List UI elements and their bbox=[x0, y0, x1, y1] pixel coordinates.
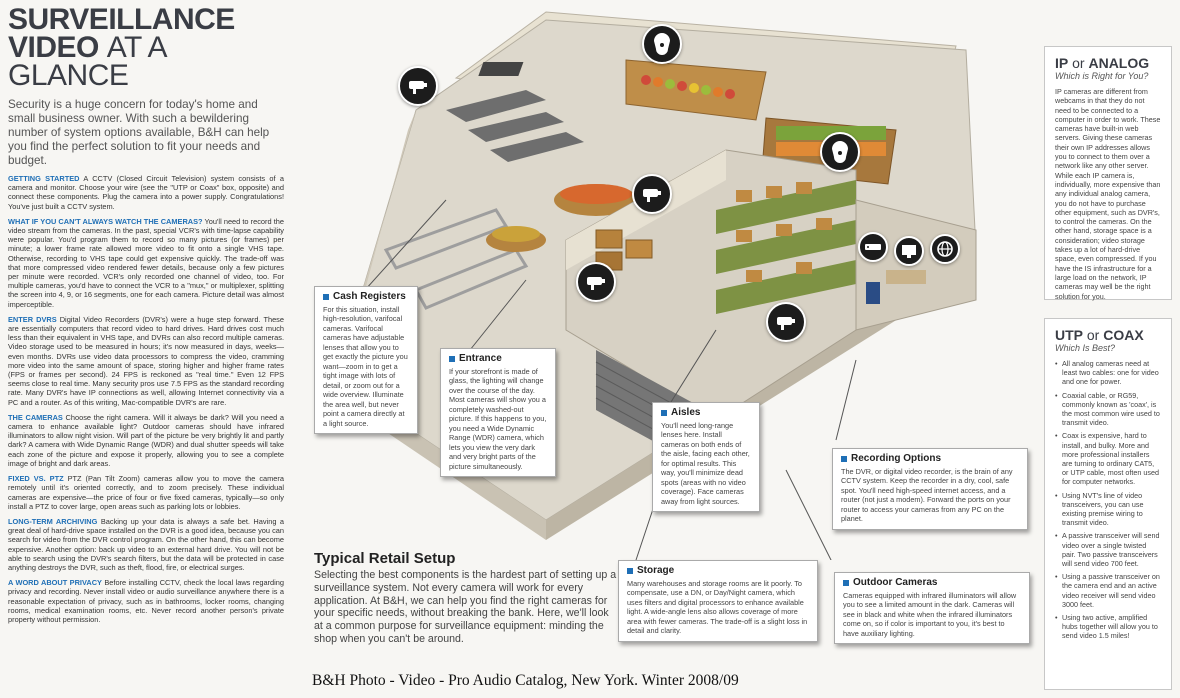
camera-badge-storage bbox=[576, 262, 616, 302]
dvr-badge bbox=[858, 232, 888, 262]
article-intro: Security is a huge concern for today's h… bbox=[8, 98, 270, 167]
retail-setup: Typical Retail Setup Selecting the best … bbox=[314, 550, 618, 646]
camera-icon bbox=[409, 81, 427, 94]
list-item: Using NVT's line of video transceivers, … bbox=[1055, 491, 1161, 528]
camera-badge-produce bbox=[632, 174, 672, 214]
title-bold: VIDEO bbox=[8, 31, 99, 64]
section-enter-dvrs: ENTER DVRS Digital Video Recorders (DVR'… bbox=[8, 314, 284, 407]
callout-marker bbox=[627, 567, 633, 574]
list-item: A passive transceiver will send video ov… bbox=[1055, 531, 1161, 568]
camera-icon bbox=[643, 189, 661, 202]
retail-body: Selecting the best components is the har… bbox=[314, 569, 617, 645]
camera-badge-entrance bbox=[398, 66, 438, 106]
callout-entrance: Entrance If your storefront is made of g… bbox=[440, 348, 556, 477]
section-the-cameras: THE CAMERAS Choose the right camera. Wil… bbox=[8, 412, 284, 468]
camera-icon bbox=[587, 277, 605, 290]
sidebar-subtitle: Which is Right for You? bbox=[1055, 71, 1149, 81]
camera-badge-aisles bbox=[820, 132, 860, 172]
dvr-icon bbox=[865, 244, 881, 250]
sidebar-utp-or-coax: UTP or COAX Which Is Best? All analog ca… bbox=[1044, 318, 1172, 690]
article-column: SURVEILLANCE VIDEO AT A GLANCE Security … bbox=[8, 3, 284, 624]
monitor-badge bbox=[894, 236, 924, 266]
camera-badge-outdoor bbox=[766, 302, 806, 342]
article-title-line2: VIDEO AT A GLANCE bbox=[8, 31, 284, 92]
section-privacy: A WORD ABOUT PRIVACY Before installing C… bbox=[8, 578, 284, 624]
camera-icon bbox=[777, 317, 795, 330]
section-watch-cameras: WHAT IF YOU CAN'T ALWAYS WATCH THE CAMER… bbox=[8, 216, 284, 309]
sidebar-subtitle: Which Is Best? bbox=[1055, 343, 1116, 353]
store-illustration: Cash Registers For this situation, insta… bbox=[296, 0, 1040, 560]
title-light: AT A GLANCE bbox=[8, 31, 166, 92]
sidebar-title: UTP or COAX bbox=[1055, 327, 1144, 343]
section-getting-started: GETTING STARTED A CCTV (Closed Circuit T… bbox=[8, 174, 284, 211]
callout-marker bbox=[449, 355, 455, 362]
globe-icon bbox=[937, 241, 953, 257]
callout-storage: Storage Many warehouses and storage room… bbox=[618, 560, 818, 642]
camera-badge-registers bbox=[642, 24, 682, 64]
callout-aisles: Aisles You'll need long-range lenses her… bbox=[652, 402, 760, 512]
callout-cash-registers: Cash Registers For this situation, insta… bbox=[314, 286, 418, 434]
ptz-dome-icon bbox=[832, 141, 848, 163]
monitor-icon bbox=[902, 245, 916, 258]
list-item: Coax is expensive, hard to install, and … bbox=[1055, 431, 1161, 486]
callout-marker bbox=[841, 455, 847, 462]
section-long-term-archiving: LONG-TERM ARCHIVING Backing up your data… bbox=[8, 516, 284, 572]
callout-recording-options: Recording Options The DVR, or digital vi… bbox=[832, 448, 1028, 530]
article-title-line1: SURVEILLANCE bbox=[8, 3, 235, 36]
sidebar-list: All analog cameras need at least two cab… bbox=[1055, 359, 1161, 641]
retail-title: Typical Retail Setup bbox=[314, 550, 456, 567]
list-item: Coaxial cable, or RG59, commonly known a… bbox=[1055, 391, 1161, 428]
callout-marker bbox=[323, 293, 329, 300]
list-item: Using two active, amplified hubs togethe… bbox=[1055, 613, 1161, 641]
list-item: Using a passive transceiver on the camer… bbox=[1055, 572, 1161, 609]
callout-marker bbox=[661, 409, 667, 416]
callout-marker bbox=[843, 579, 849, 586]
internet-badge bbox=[930, 234, 960, 264]
section-fixed-vs-ptz: FIXED VS. PTZ PTZ (Pan Tilt Zoom) camera… bbox=[8, 474, 284, 511]
sidebar-body: IP cameras are different from webcams in… bbox=[1055, 87, 1161, 301]
ptz-dome-icon bbox=[654, 33, 670, 55]
sidebar-title: IP or ANALOG bbox=[1055, 55, 1150, 71]
sidebar-ip-or-analog: IP or ANALOG Which is Right for You? IP … bbox=[1044, 46, 1172, 301]
catalog-footer: B&H Photo - Video - Pro Audio Catalog, N… bbox=[312, 672, 739, 689]
callout-outdoor-cameras: Outdoor Cameras Cameras equipped with in… bbox=[834, 572, 1030, 644]
list-item: All analog cameras need at least two cab… bbox=[1055, 359, 1161, 387]
